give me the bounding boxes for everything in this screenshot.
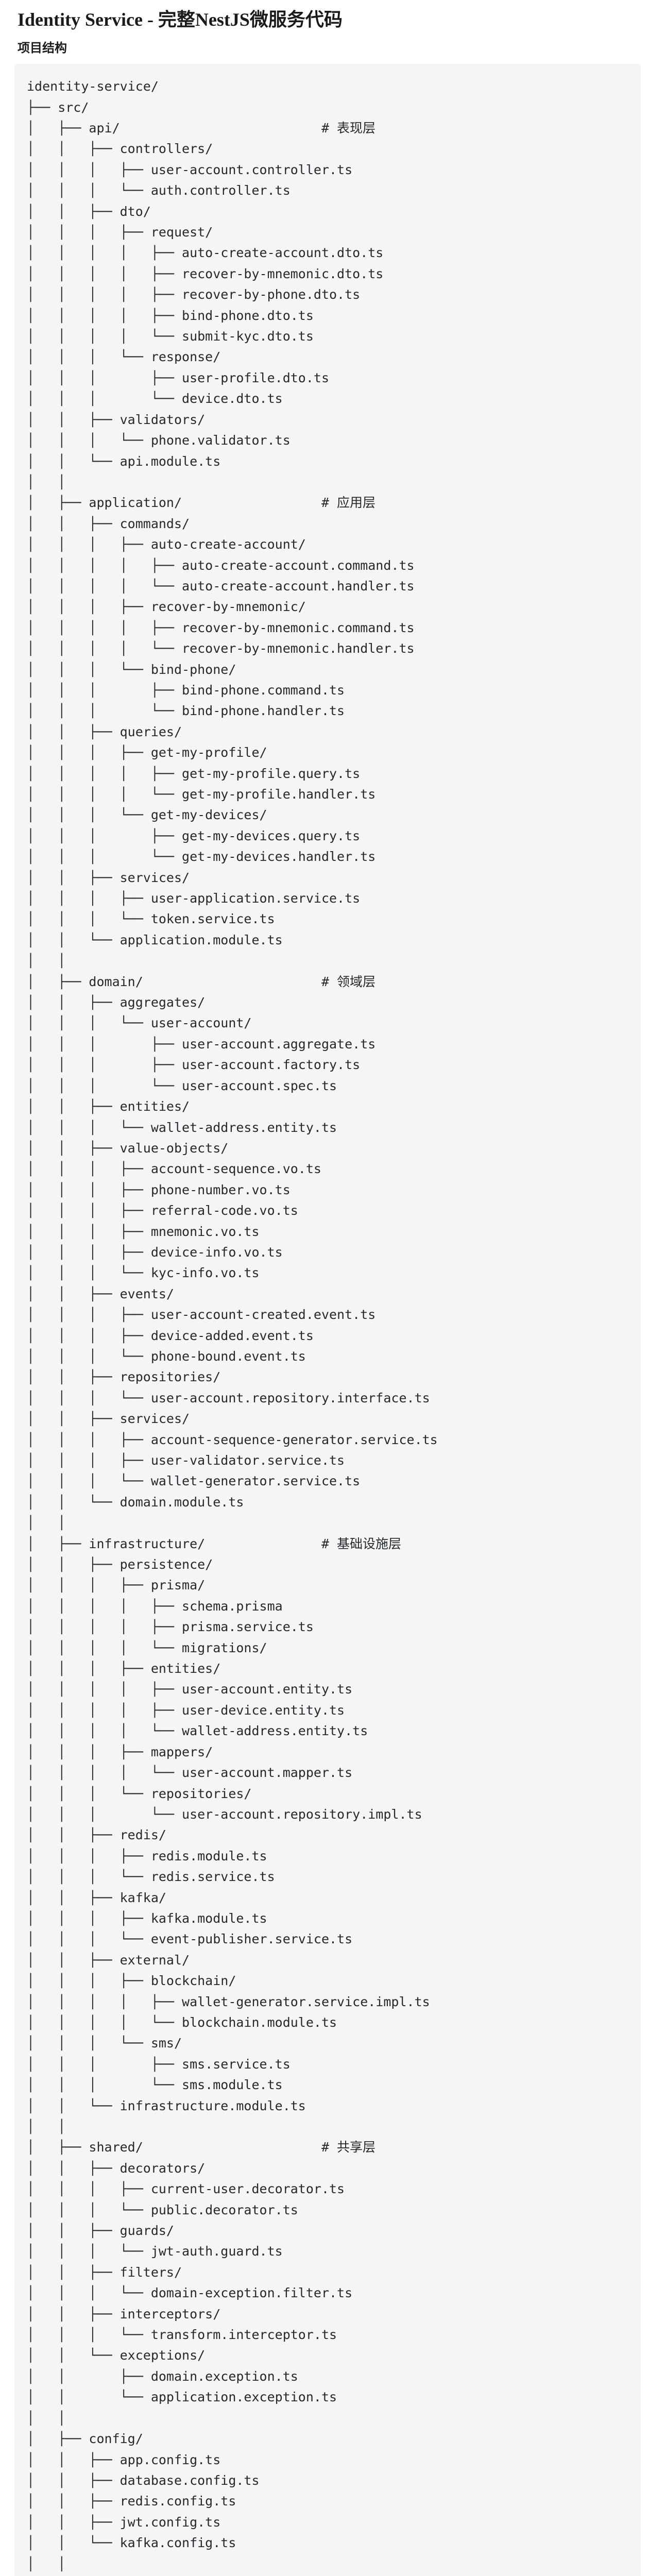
code-block: identity-service/ ├── src/ │ ├── api/ # … xyxy=(14,64,641,2576)
section-heading: 项目结构 xyxy=(18,42,67,55)
page-title: Identity Service - 完整NestJS微服务代码 xyxy=(18,9,343,30)
file-tree-text: identity-service/ ├── src/ │ ├── api/ # … xyxy=(27,79,438,2571)
